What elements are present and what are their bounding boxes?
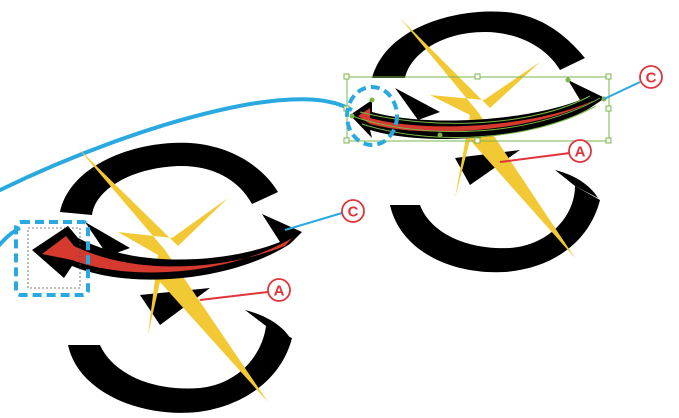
anchor-point[interactable]	[437, 132, 443, 138]
selection-handle[interactable]	[605, 73, 612, 80]
dashed-circle-highlight	[345, 85, 399, 147]
logo-lower-arc	[68, 326, 292, 413]
logo-upper-wedge	[395, 88, 440, 120]
logo-lower-hook	[245, 310, 290, 338]
logo-arrow-red	[42, 236, 292, 273]
selection-handle[interactable]	[605, 137, 612, 144]
logo-top-right	[350, 11, 605, 273]
callout-c-top-label: C	[646, 70, 657, 87]
anchor-point[interactable]	[369, 97, 375, 103]
logo-upper-arc	[372, 11, 585, 78]
selected-path-line	[361, 105, 597, 138]
callout-c-top: C	[603, 65, 663, 100]
callout-a-top-label: A	[575, 144, 586, 161]
selection-handle[interactable]	[474, 73, 481, 80]
logo-arrow-red	[358, 100, 595, 132]
anchor-point[interactable]	[565, 77, 571, 83]
selected-path-line	[351, 97, 601, 133]
blue-guide-curve-lower	[0, 226, 21, 248]
logo-lower-arc	[390, 186, 600, 273]
callout-c-bottom: C	[284, 199, 365, 231]
logo-star	[400, 18, 575, 258]
dashed-box-highlight	[14, 220, 90, 297]
callout-a-bottom-label: A	[274, 283, 285, 300]
selected-path-line	[359, 95, 591, 124]
logo-upper-wedge	[85, 222, 130, 256]
logo-lower-hook	[555, 170, 598, 198]
callout-a-top: A	[499, 139, 592, 163]
selection-handle[interactable]	[343, 137, 350, 144]
selection-handle[interactable]	[605, 105, 612, 112]
logo-arrow-band	[350, 80, 605, 139]
dotted-inner-box	[27, 227, 81, 289]
selection-handle[interactable]	[343, 73, 350, 80]
logo-upper-arc	[60, 142, 278, 215]
blue-guide-curve	[0, 97, 353, 193]
callout-c-bottom-label: C	[348, 204, 359, 221]
selection-handle[interactable]	[474, 137, 481, 144]
anchor-point[interactable]	[349, 113, 355, 119]
callout-a-bottom: A	[199, 278, 291, 302]
logo-bottom-left	[32, 142, 302, 413]
